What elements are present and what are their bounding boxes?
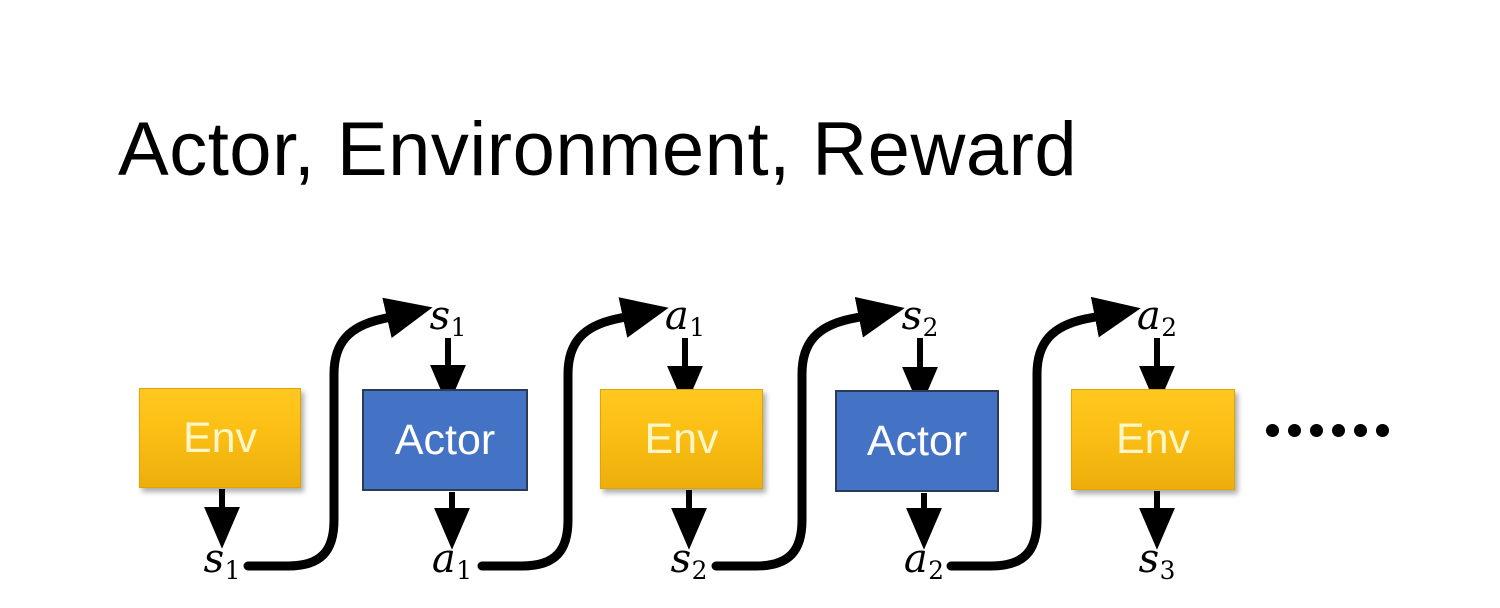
label-action-a1-top: a1 [665,296,705,341]
var-base: a [431,536,456,582]
node-label: Env [182,413,258,462]
node-label: Actor [394,415,496,464]
node-label: Env [1115,415,1191,463]
label-action-a2-top: a2 [1137,296,1177,341]
var-sub: 1 [450,312,467,342]
var-base: s [1138,536,1160,582]
node-label: Actor [866,416,968,465]
var-base: a [664,293,689,339]
var-base: s [670,536,692,582]
ellipsis-dot-group [1266,424,1323,437]
var-base: s [203,536,225,582]
var-sub: 2 [928,555,945,585]
label-state-s1-bottom: s1 [204,539,241,584]
ellipsis-dot [1354,424,1367,437]
var-base: s [429,293,451,339]
var-sub: 1 [224,555,241,585]
var-sub: 3 [1159,555,1176,585]
label-action-a1-bottom: a1 [432,539,472,584]
var-base: a [903,536,928,582]
page-title: Actor, Environment, Reward [118,107,1078,192]
label-state-s3-bottom: s3 [1139,539,1176,584]
label-action-a2-bottom: a2 [904,539,944,584]
node-label: Env [644,414,719,463]
var-sub: 1 [456,555,473,585]
var-sub: 2 [1161,312,1178,342]
node-actor-1[interactable]: Actor [362,389,528,491]
node-env-2[interactable]: Env [600,389,763,489]
ellipsis-dot [1310,424,1323,437]
ellipsis-dot [1288,424,1301,437]
var-sub: 2 [922,312,939,342]
node-env-3[interactable]: Env [1071,389,1235,490]
label-state-s1-top: s1 [430,296,467,341]
ellipsis-dot [1376,424,1389,437]
ellipsis-dot-group [1332,424,1389,437]
ellipsis-dot [1266,424,1279,437]
var-sub: 1 [689,312,706,342]
label-state-s2-bottom: s2 [671,539,708,584]
var-sub: 2 [691,555,708,585]
node-actor-2[interactable]: Actor [835,390,999,492]
label-state-s2-top: s2 [902,296,939,341]
var-base: s [901,293,923,339]
node-env-1[interactable]: Env [139,388,301,488]
ellipsis-dot [1332,424,1345,437]
sequence-continues-ellipsis [1266,424,1389,437]
var-base: a [1136,293,1161,339]
